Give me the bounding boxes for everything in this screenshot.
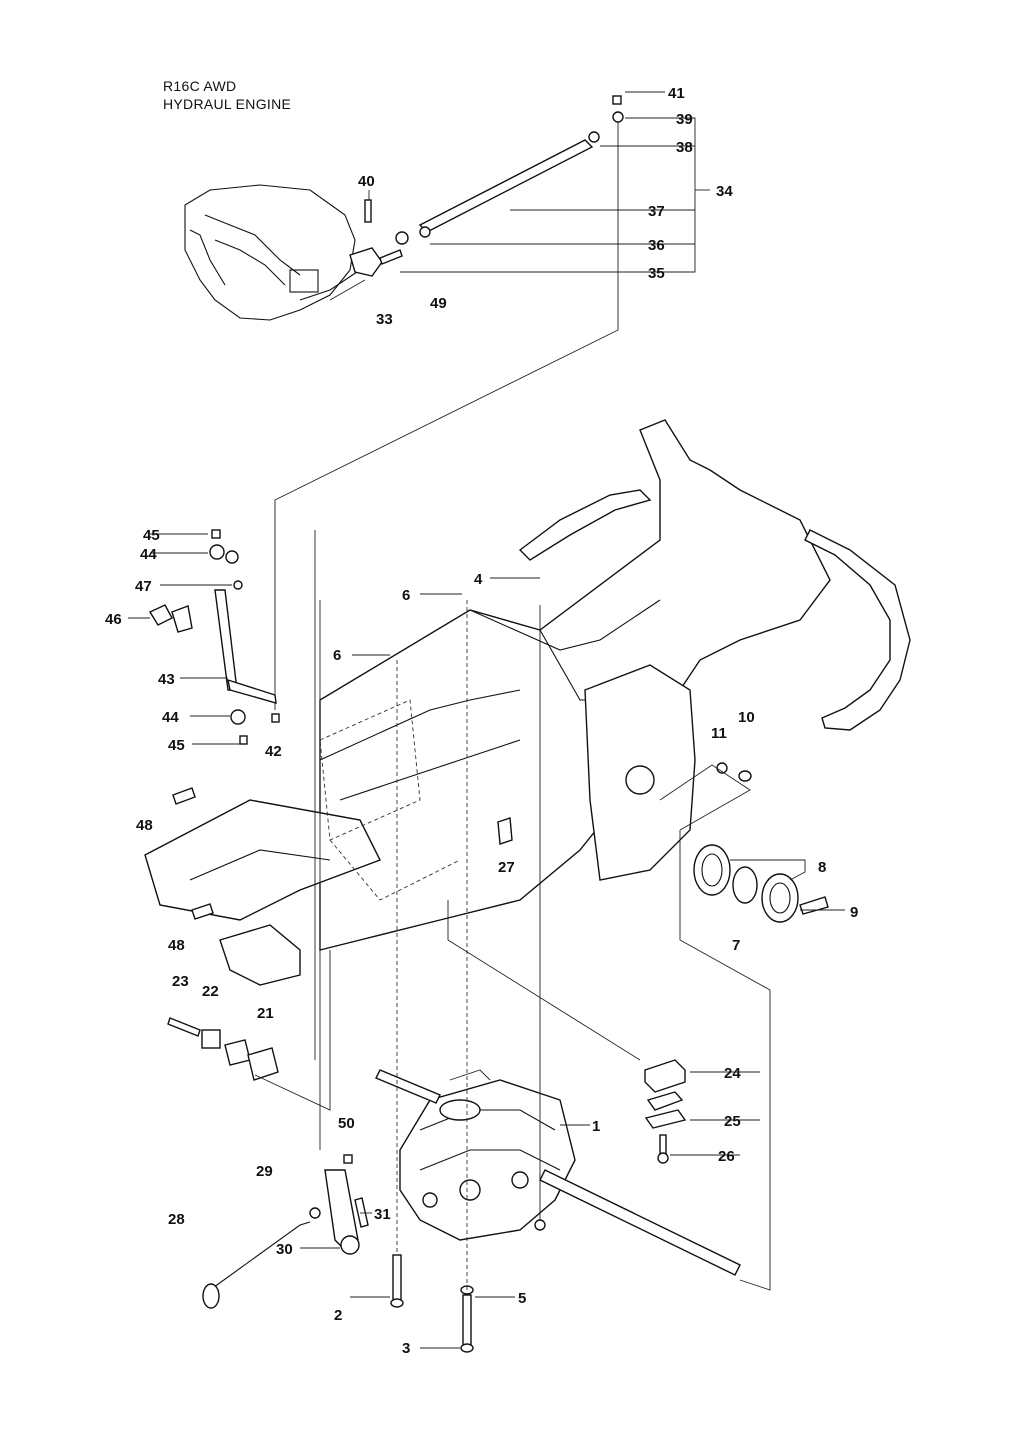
callout-25: 25 <box>724 1113 741 1130</box>
vertical-leaders <box>314 530 771 1291</box>
callout-24: 24 <box>724 1065 741 1082</box>
callout-44-upper: 44 <box>140 546 157 563</box>
callout-48-upper: 48 <box>136 817 153 834</box>
callout-37: 37 <box>648 203 665 220</box>
bearing-assembly <box>659 762 829 923</box>
diagram-title-subtitle: HYDRAUL ENGINE <box>163 96 292 112</box>
callout-46: 46 <box>105 611 122 628</box>
hydraulic-transaxle <box>375 1069 741 1276</box>
callout-27: 27 <box>498 859 515 876</box>
tie-rod-assembly <box>274 95 624 710</box>
callout-39: 39 <box>676 111 693 128</box>
callout-8: 8 <box>818 859 826 876</box>
mount-parts-right <box>644 1059 687 1164</box>
callout-6-lower: 6 <box>333 647 341 664</box>
callout-11: 11 <box>711 725 727 742</box>
callout-38: 38 <box>676 139 693 156</box>
callout-2: 2 <box>334 1307 342 1324</box>
callout-49: 49 <box>430 295 447 312</box>
callout-23: 23 <box>172 973 189 990</box>
callout-34: 34 <box>716 183 733 200</box>
callout-41: 41 <box>668 85 685 102</box>
callout-4: 4 <box>474 571 483 588</box>
callout-21: 21 <box>257 1005 274 1022</box>
main-frame <box>144 419 911 986</box>
callout-labels <box>128 91 845 1349</box>
construction-lines <box>319 699 461 901</box>
callout-47: 47 <box>135 578 152 595</box>
mount-parts-left <box>167 950 331 1111</box>
callout-48-lower: 48 <box>168 937 185 954</box>
callout-35: 35 <box>648 265 665 282</box>
diagram-title-model: R16C AWD <box>163 78 237 94</box>
callout-45-lower: 45 <box>168 737 185 754</box>
callout-26: 26 <box>718 1148 735 1165</box>
callout-45-upper: 45 <box>143 527 160 544</box>
callout-3: 3 <box>402 1340 410 1357</box>
callout-42: 42 <box>265 743 282 760</box>
callout-33: 33 <box>376 311 393 328</box>
callout-text: 41 39 38 34 40 37 36 35 49 33 45 44 47 4… <box>105 85 858 1357</box>
engine-outline <box>184 184 361 321</box>
callout-43: 43 <box>158 671 175 688</box>
bolts-48 <box>172 787 214 920</box>
callout-6-upper: 6 <box>402 587 410 604</box>
callout-40: 40 <box>358 173 375 190</box>
callout-5: 5 <box>518 1290 526 1307</box>
linkage-rod <box>202 1154 369 1309</box>
callout-22: 22 <box>202 983 219 1000</box>
callout-1: 1 <box>592 1118 600 1135</box>
callout-50: 50 <box>338 1115 355 1132</box>
callout-30: 30 <box>276 1241 293 1258</box>
long-bolts <box>390 1219 546 1353</box>
callout-7: 7 <box>732 937 740 954</box>
clip-27 <box>497 817 513 845</box>
callout-44-lower: 44 <box>162 709 179 726</box>
callout-group-34 <box>400 117 710 273</box>
callout-9: 9 <box>850 904 858 921</box>
callout-36: 36 <box>648 237 665 254</box>
lever-assembly <box>148 529 280 745</box>
callout-28: 28 <box>168 1211 185 1228</box>
callout-10: 10 <box>738 709 755 726</box>
callout-29: 29 <box>256 1163 273 1180</box>
callout-31: 31 <box>374 1206 391 1223</box>
